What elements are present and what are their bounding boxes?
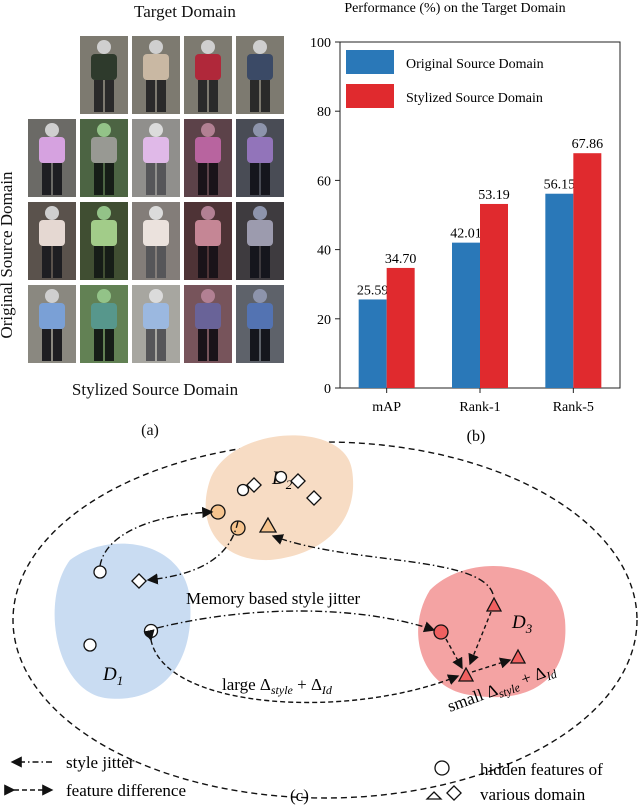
bar-chart: Performance (%) on the Target Domain 0 20… <box>310 1 621 445</box>
bar <box>358 299 387 388</box>
label-d1: D1 <box>102 664 123 688</box>
image-grid <box>28 36 290 376</box>
stylized-image <box>184 202 232 280</box>
target-domain-title: Target Domain <box>134 2 236 21</box>
stylized-image <box>132 119 180 197</box>
d3-feature-triangle <box>509 648 527 664</box>
stylized-image <box>132 285 180 363</box>
bar <box>545 193 574 388</box>
legend-hidden-features: hidden features of <box>480 760 603 779</box>
bar <box>386 267 415 388</box>
style-jitter-arrow <box>271 534 494 595</box>
y-tick-label: 40 <box>317 244 331 259</box>
d2-feature-circle <box>274 470 288 484</box>
target-image <box>80 36 128 114</box>
style-jitter-arrow <box>146 520 239 585</box>
legend-circle-icon <box>434 760 450 776</box>
bar <box>452 242 480 388</box>
panel-b: Performance (%) on the Target Domain 0 20… <box>290 0 640 445</box>
y-tick-label: 20 <box>317 313 331 328</box>
legend-various-domain: various domain <box>480 785 586 804</box>
d1-feature-circle <box>83 638 97 652</box>
caption-c: (c) <box>290 786 309 805</box>
d3-feature-triangle <box>457 666 475 682</box>
source-image <box>28 119 76 197</box>
y-tick-label: 80 <box>317 105 331 120</box>
legend-diamond-icon <box>446 785 462 801</box>
caption-b: (b) <box>467 428 486 445</box>
style-jitter-arrow <box>99 506 214 567</box>
bar-value-label: 25.59 <box>357 283 389 298</box>
d2-feature-circle <box>236 483 250 497</box>
d2-feature-diamond <box>290 473 306 489</box>
d3-feature-triangle <box>485 596 503 612</box>
original-source-label: Original Source Domain <box>0 171 16 339</box>
feature-difference-arrow <box>143 629 460 704</box>
d1-feature-diamond <box>131 573 147 589</box>
stylized-image <box>236 119 284 197</box>
legend-swatch <box>346 50 394 74</box>
d1-feature-circle <box>143 623 159 639</box>
target-image <box>236 36 284 114</box>
feature-difference-arrow <box>445 638 463 670</box>
y-tick-label: 60 <box>317 174 331 189</box>
bar-value-label: 34.70 <box>385 252 417 267</box>
y-tick-label: 100 <box>310 36 331 51</box>
stylized-image <box>184 285 232 363</box>
x-tick-label: mAP <box>372 400 401 415</box>
panel-a: Target Domain Original Source Domain Sty… <box>0 0 290 445</box>
style-jitter-arrow <box>156 610 436 633</box>
legend-triangle-icon <box>425 791 443 800</box>
stylized-image <box>184 119 232 197</box>
bar-value-label: 53.19 <box>478 188 510 203</box>
stylized-image <box>236 202 284 280</box>
source-image <box>28 285 76 363</box>
legend-style-jitter: style jitter <box>66 753 135 772</box>
stylized-image <box>80 119 128 197</box>
d1-feature-circle <box>93 565 107 579</box>
domain-diagram: D2 D1 D3 Memory based style jitt <box>4 435 638 805</box>
target-image <box>132 36 180 114</box>
stylized-image <box>236 285 284 363</box>
source-image <box>28 202 76 280</box>
x-tick-label: Rank-1 <box>459 400 500 415</box>
bar-value-label: 56.15 <box>544 178 576 193</box>
d2-jittered-triangle <box>258 516 278 533</box>
d3-jittered-feature <box>433 624 449 640</box>
chart-bars: 25.59 34.70 42.01 53.19 56.15 67.86 <box>357 137 603 388</box>
bar <box>573 153 602 388</box>
legend-label: Original Source Domain <box>406 57 544 72</box>
d2-feature-diamond <box>246 477 262 493</box>
domain-d2-region <box>205 435 354 561</box>
legend-feature-difference: feature difference <box>66 781 186 800</box>
x-tick-label: Rank-5 <box>553 400 594 415</box>
stylized-source-label: Stylized Source Domain <box>71 380 239 399</box>
d2-jittered-feature <box>210 504 226 520</box>
memory-jitter-label: Memory based style jitter <box>186 589 361 608</box>
chart-axes: 0 20 40 60 80 100 mAP Rank-1 Rank-5 <box>310 36 621 415</box>
legend-label: Stylized Source Domain <box>406 91 543 106</box>
label-d3: D3 <box>511 612 533 636</box>
large-delta-label: large Δstyle + ΔId <box>222 675 333 697</box>
panel-c: D2 D1 D3 Memory based style jitt <box>0 420 640 806</box>
legend-swatch <box>346 84 394 108</box>
d2-feature-diamond <box>306 490 322 506</box>
bar-value-label: 42.01 <box>450 227 482 242</box>
bar-value-label: 67.86 <box>572 137 604 152</box>
stylized-image <box>80 202 128 280</box>
bar <box>480 203 508 388</box>
feature-difference-arrow <box>468 611 492 666</box>
stylized-image <box>132 202 180 280</box>
stylized-image <box>80 285 128 363</box>
chart-title: Performance (%) on the Target Domain <box>344 1 565 16</box>
y-tick-label: 0 <box>324 382 331 397</box>
caption-a: (a) <box>141 422 159 439</box>
target-image <box>184 36 232 114</box>
